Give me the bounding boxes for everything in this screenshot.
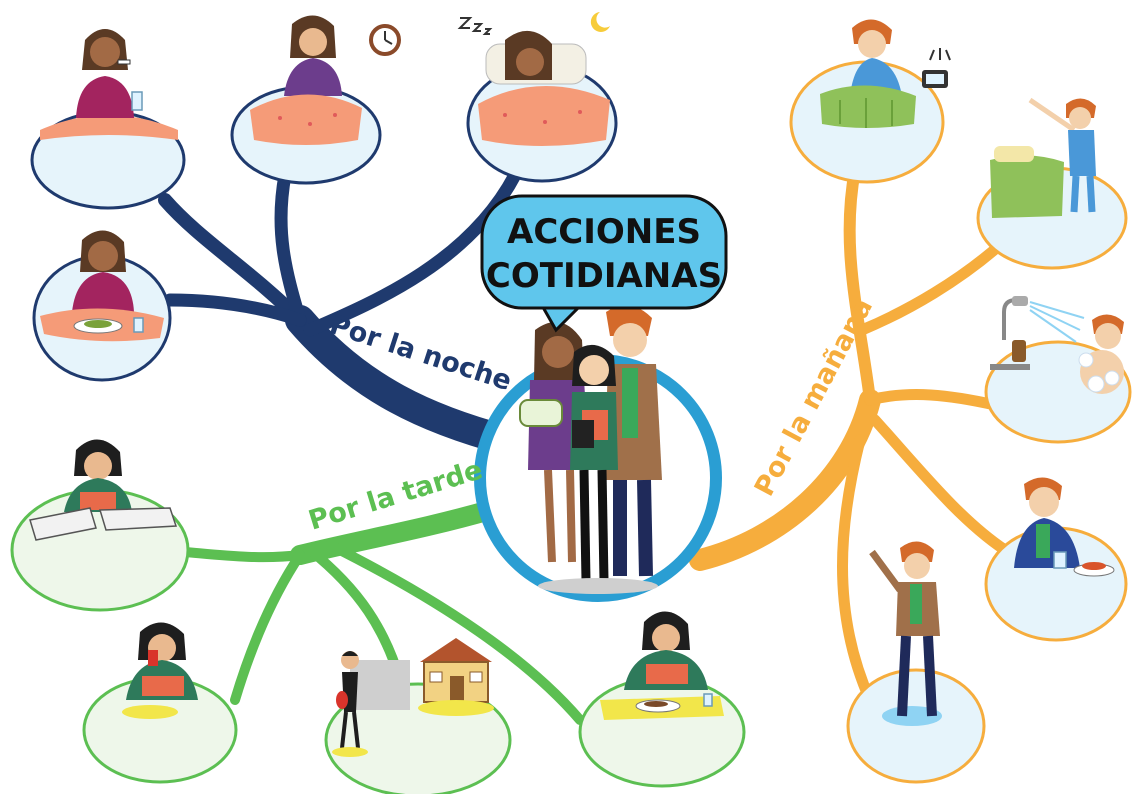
node-night-having-dinner xyxy=(32,230,172,382)
branch-night-trunk xyxy=(285,305,520,455)
node-morning-having-breakfast xyxy=(984,477,1128,642)
node-afternoon-going-home xyxy=(324,638,512,794)
node-afternoon-doing-homework xyxy=(10,439,190,612)
branch-morning-limb-3 xyxy=(864,389,1001,411)
branch-morning-limb-4 xyxy=(869,414,1011,556)
person-studying-icon xyxy=(29,439,178,541)
shower-icon xyxy=(990,296,1085,370)
house-icon xyxy=(350,638,494,716)
boy-breakfast-icon xyxy=(1014,477,1115,577)
center-node xyxy=(474,305,722,602)
node-afternoon-having-snack xyxy=(82,622,238,784)
branch-afternoon-limb-2 xyxy=(230,550,305,705)
node-night-sleeping xyxy=(457,12,618,183)
node-afternoon-having-lunch xyxy=(578,611,746,788)
branch-night xyxy=(158,168,522,455)
branch-night-limb-2 xyxy=(274,168,307,327)
three-teens-icon xyxy=(519,305,662,594)
title-line-1: ACCIONES xyxy=(507,212,701,252)
branch-afternoon-trunk xyxy=(290,500,500,565)
branch-night-limb-4 xyxy=(163,293,307,327)
person-snack-icon xyxy=(122,622,198,719)
boy-stretching-icon xyxy=(990,97,1096,218)
branch-morning xyxy=(689,164,1011,706)
node-morning-waking-up xyxy=(789,19,951,184)
branch-afternoon-limb-4 xyxy=(325,540,585,725)
person-having-dinner-icon xyxy=(40,230,164,342)
node-morning-showering xyxy=(984,296,1132,444)
branch-night-limb-1 xyxy=(158,193,307,327)
alarm-clock-icon xyxy=(922,48,951,88)
node-night-brushing-teeth xyxy=(30,29,186,210)
moon-icon xyxy=(590,12,610,32)
branch-morning-limb-5 xyxy=(837,434,876,706)
person-walking-home-icon xyxy=(332,651,368,757)
title-line-2: COTIDIANAS xyxy=(486,256,722,296)
branch-afternoon-limb-1 xyxy=(180,547,305,563)
node-night-going-to-bed xyxy=(230,15,401,185)
person-in-bed-icon xyxy=(250,15,362,145)
branch-morning-limb-2 xyxy=(856,239,1006,336)
person-having-lunch-icon xyxy=(600,611,724,720)
zzz-icon xyxy=(457,17,493,35)
boy-waking-up-icon xyxy=(820,19,916,128)
clock-icon xyxy=(369,24,401,56)
node-morning-getting-up xyxy=(976,97,1128,270)
title-bubble: ACCIONES COTIDIANAS xyxy=(480,194,728,333)
branch-morning-limb-1 xyxy=(843,164,876,406)
person-sleeping-icon xyxy=(478,30,610,146)
person-brushing-teeth-icon xyxy=(76,29,143,118)
boy-showering-icon xyxy=(1078,314,1124,394)
boy-leaving-home-icon xyxy=(869,541,940,717)
node-morning-leaving-home xyxy=(846,541,986,784)
branch-morning-trunk xyxy=(689,389,881,571)
